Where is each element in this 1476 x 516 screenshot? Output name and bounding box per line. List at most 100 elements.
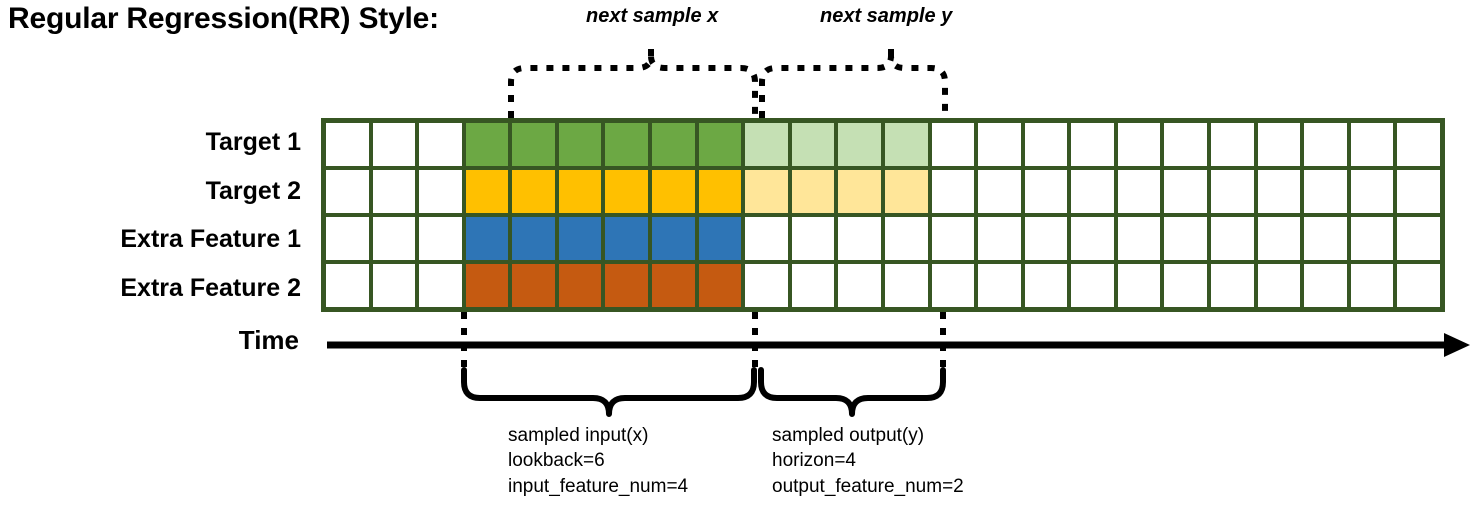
grid-cell [372, 123, 416, 166]
row-label-target-1: Target 1 [205, 128, 301, 156]
grid-cell [605, 170, 649, 213]
grid-cell [1210, 170, 1254, 213]
grid-cell [1350, 217, 1394, 260]
brace-sampled-input [461, 367, 757, 417]
grid-cell [978, 123, 1021, 166]
grid-cell [1210, 264, 1254, 307]
brace-sampled-output [758, 367, 946, 417]
grid-cell [745, 123, 788, 166]
grid-cell [1071, 123, 1114, 166]
grid-cell [326, 217, 369, 260]
row-label-extra-feature-1: Extra Feature 1 [120, 225, 301, 253]
annotation-next-sample-x: next sample x [586, 5, 719, 27]
row-label-extra-feature-2: Extra Feature 2 [120, 273, 301, 302]
grid-cell [652, 217, 695, 260]
time-axis-arrowhead [1444, 333, 1470, 357]
grid-cell [838, 217, 881, 260]
grid-cell [1164, 217, 1207, 260]
grid-cell [931, 217, 975, 260]
grid-cell [1117, 264, 1161, 307]
grid-cell [698, 123, 742, 166]
grid-cell [326, 170, 369, 213]
grid-row-extra-feature-1 [326, 217, 1440, 260]
grid-cell [605, 217, 649, 260]
annotation-next-sample-y: next sample y [820, 5, 953, 27]
grid-cell [419, 170, 462, 213]
grid-cell [838, 123, 881, 166]
dotted-brace-next-sample-y [759, 55, 948, 118]
grid-cell [1304, 170, 1347, 213]
grid-cell [1304, 123, 1347, 166]
grid-cell [745, 170, 788, 213]
grid-cell [931, 264, 975, 307]
grid-cell [1024, 264, 1068, 307]
grid-cell [465, 217, 509, 260]
grid-cell [465, 123, 509, 166]
caption-input-line-2: lookback=6 [508, 450, 605, 472]
grid-cell [652, 264, 695, 307]
grid-cell [931, 123, 975, 166]
grid-cell [1350, 170, 1394, 213]
grid-row-target-2 [326, 170, 1440, 213]
grid-cell [558, 217, 602, 260]
grid-cell [1304, 217, 1347, 260]
grid-cell [652, 123, 695, 166]
grid-cell [1257, 123, 1301, 166]
grid-cell [372, 170, 416, 213]
grid-cell [1257, 264, 1301, 307]
grid-cell [1071, 217, 1114, 260]
grid-cell [978, 264, 1021, 307]
grid-cell [512, 123, 555, 166]
grid-cell [326, 264, 369, 307]
grid-cell [1024, 170, 1068, 213]
grid-cell [1024, 217, 1068, 260]
grid-cell [791, 170, 835, 213]
grid-cell [791, 264, 835, 307]
row-label-target-2: Target 2 [205, 176, 301, 205]
grid-cell [884, 264, 928, 307]
grid-cell [1117, 123, 1161, 166]
grid-row-extra-feature-2 [326, 264, 1440, 307]
grid-cell [465, 264, 509, 307]
grid-cell [1257, 170, 1301, 213]
time-axis-label: Time [238, 325, 299, 355]
grid-cell [1164, 264, 1207, 307]
page-title: Regular Regression(RR) Style: [8, 2, 439, 35]
grid-cell [978, 217, 1021, 260]
grid-cell [605, 264, 649, 307]
grid-cell [419, 217, 462, 260]
timeline-grid [321, 118, 1445, 312]
caption-sampled-input: sampled input(x) lookback=6 input_featur… [508, 423, 688, 499]
grid-cell [558, 123, 602, 166]
grid-cell [931, 170, 975, 213]
grid-cell [372, 264, 416, 307]
grid-cell [698, 170, 742, 213]
grid-cell [698, 217, 742, 260]
row-label-column: Target 1 Target 2 Extra Feature 1 Extra Fea… [0, 118, 311, 312]
grid-cell [1117, 170, 1161, 213]
grid-cell [1164, 123, 1207, 166]
grid-cell [1071, 264, 1114, 307]
grid-cell [838, 264, 881, 307]
grid-cell [1350, 123, 1394, 166]
grid-cell [884, 217, 928, 260]
grid-cell [1397, 123, 1440, 166]
grid-cell [605, 123, 649, 166]
grid-cell [1071, 170, 1114, 213]
grid-cell [326, 123, 369, 166]
caption-output-line-3: output_feature_num=2 [772, 475, 964, 497]
grid-cell [512, 217, 555, 260]
grid-cell [1257, 217, 1301, 260]
grid-cell [1350, 264, 1394, 307]
grid-cell [884, 123, 928, 166]
grid-cell [419, 123, 462, 166]
grid-cell [558, 170, 602, 213]
grid-cell [1164, 170, 1207, 213]
grid-cell [978, 170, 1021, 213]
caption-input-line-1: sampled input(x) [508, 425, 649, 446]
grid-cell [1024, 123, 1068, 166]
grid-cell [1397, 217, 1440, 260]
grid-cell [1397, 264, 1440, 307]
grid-cell [372, 217, 416, 260]
grid-cell [1117, 217, 1161, 260]
